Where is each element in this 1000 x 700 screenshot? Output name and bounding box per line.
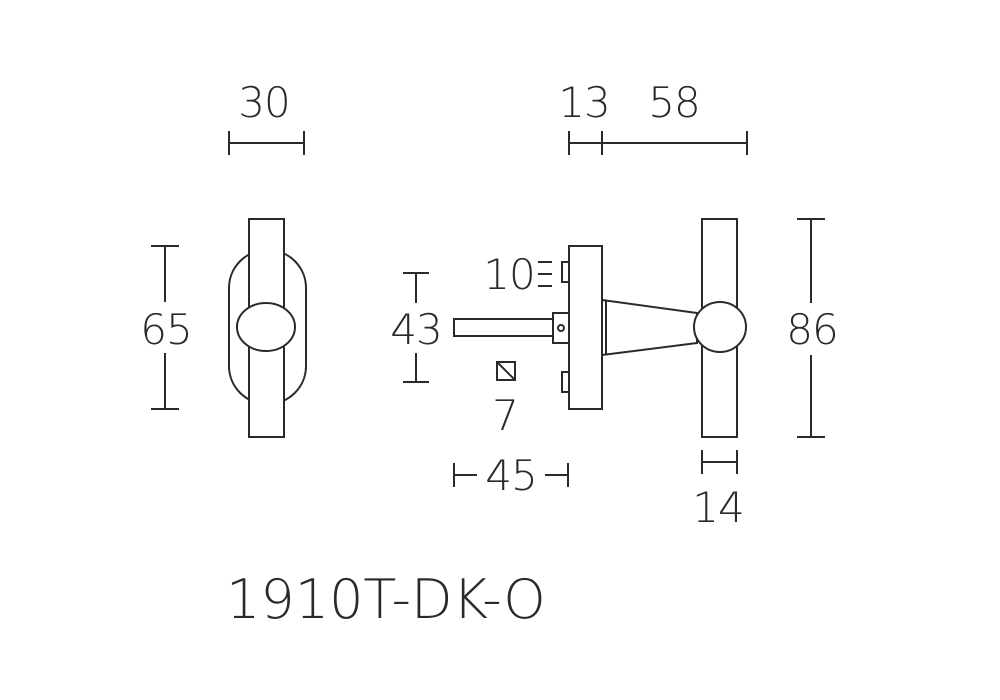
spindle-length-label: 43 [390,305,441,354]
dimension-front-height: 65 [140,245,193,410]
dimension-grip-diameter: 14 [692,450,745,532]
front-height-label: 65 [140,305,191,354]
dimension-screw-spacing: 10 [483,250,552,299]
spindle [453,318,555,337]
front-width-label: 30 [238,78,289,127]
set-screw-hole [557,324,565,332]
tapered-neck [601,298,698,357]
rose-width-label: 13 [558,78,609,127]
spindle-total-label: 45 [485,451,536,500]
dimension-lever-total: 86 [786,218,839,438]
side-rose-plate [568,245,603,410]
front-center-knob [236,302,296,352]
spindle-square-label: 7 [492,391,518,440]
dimension-front-width: 30 [228,78,305,155]
screw-spacing-label: 10 [483,250,534,299]
lever-length-label: 58 [648,78,699,127]
side-knob [693,301,747,353]
spindle-square-section: 7 [492,361,519,440]
dimension-spindle-length: 43 [390,272,443,383]
front-view [228,218,307,438]
model-code: 1910T-DK-O [226,568,546,631]
lever-total-label: 86 [786,305,837,354]
side-view [453,218,747,438]
grip-diameter-label: 14 [692,483,743,532]
dimension-top-side: 13 58 [558,78,748,155]
dimension-spindle-total: 45 [453,451,569,500]
